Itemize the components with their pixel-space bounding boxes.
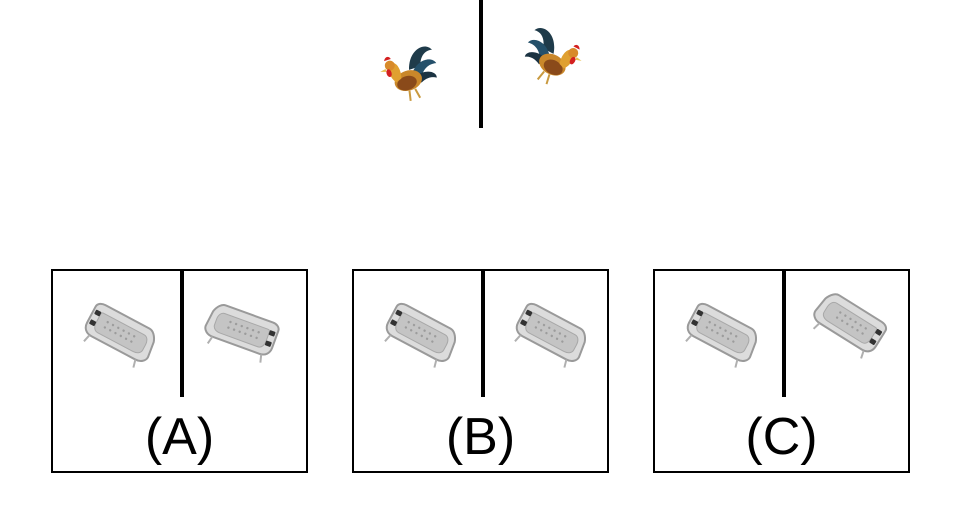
option-c[interactable]: (C) [653,269,910,473]
option-b[interactable]: (B) [352,269,609,473]
option-label: (A) [144,408,215,466]
rooster-icon [524,28,582,85]
option-divider [481,271,485,397]
rooster-icon [380,46,437,101]
bathtub-icon [199,300,282,366]
option-label: (C) [745,408,818,466]
bathtub-icon [77,300,162,373]
option-label: (B) [445,408,516,466]
option-divider [782,271,786,397]
bathtub-icon [805,287,890,363]
bathtub-icon [508,300,593,373]
option-a[interactable]: (A) [51,269,308,473]
bathtub-icon [679,300,764,373]
prompt-divider [479,0,483,128]
option-divider [180,271,184,397]
bathtub-icon [378,300,463,373]
